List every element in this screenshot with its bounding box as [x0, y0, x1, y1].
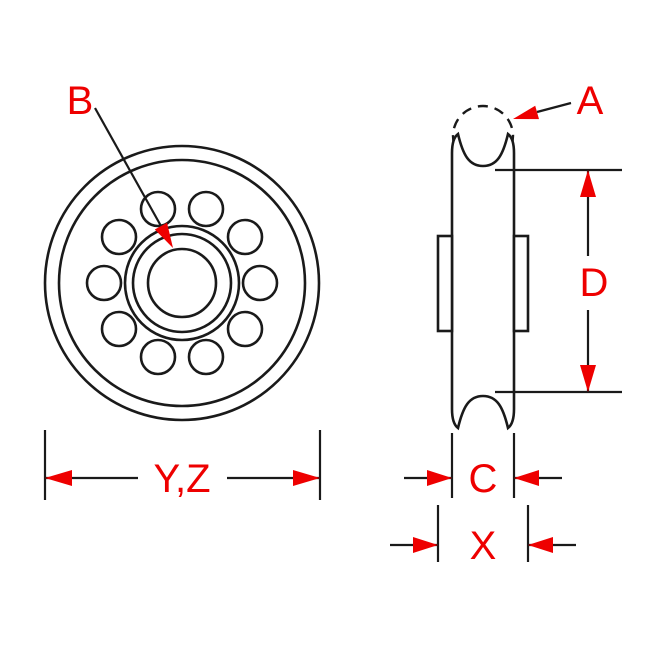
pulley-side-view — [436, 104, 530, 431]
hub-inner-circle — [131, 232, 233, 334]
bearing-ball — [85, 264, 123, 302]
label-b: B — [67, 79, 94, 123]
dimension-d: D — [495, 168, 622, 394]
hub-flange-left — [436, 234, 454, 333]
leader-line-a — [536, 101, 572, 114]
bearing-ball — [100, 310, 138, 348]
pulley-front-view — [43, 144, 321, 422]
arrowhead-right-pointing — [413, 537, 438, 553]
dimension-x: X — [390, 505, 576, 568]
arrowhead-left — [45, 470, 72, 486]
arrowhead-right-pointing — [427, 470, 452, 486]
outer-rim-circle — [43, 144, 321, 422]
bearing-ball — [187, 338, 225, 376]
arrowhead-left-pointing — [528, 537, 553, 553]
bearing-ball — [241, 264, 279, 302]
arrowhead-a — [513, 105, 539, 120]
dimension-yz: Y,Z — [43, 430, 322, 501]
label-x: X — [470, 524, 497, 568]
bearing-ball — [100, 218, 138, 256]
inner-rim-circle — [57, 158, 307, 408]
bearing-ball — [226, 310, 264, 348]
label-d: D — [580, 261, 609, 305]
arrowhead-left-pointing — [514, 470, 539, 486]
bearing-ball — [139, 338, 177, 376]
callout-a: A — [513, 79, 604, 123]
leader-line-b — [94, 107, 162, 227]
callout-b: B — [67, 79, 173, 248]
bore-circle — [146, 247, 218, 319]
arrowhead-b — [154, 222, 173, 248]
label-c: C — [469, 457, 498, 501]
arrowhead-up — [580, 170, 596, 197]
sheave-profile — [450, 131, 516, 431]
bearing-ball — [139, 190, 177, 228]
label-a: A — [577, 79, 604, 123]
arrowhead-down — [580, 365, 596, 392]
bearing-ring — [85, 190, 279, 376]
cable-cross-section-circle — [451, 104, 515, 168]
bearing-ball — [226, 218, 264, 256]
bearing-ball — [187, 190, 225, 228]
hub-flange-right — [512, 234, 530, 333]
label-yz: Y,Z — [153, 457, 210, 501]
arrowhead-right — [293, 470, 320, 486]
dimension-c: C — [404, 433, 562, 501]
hub-outer-circle — [123, 224, 241, 342]
